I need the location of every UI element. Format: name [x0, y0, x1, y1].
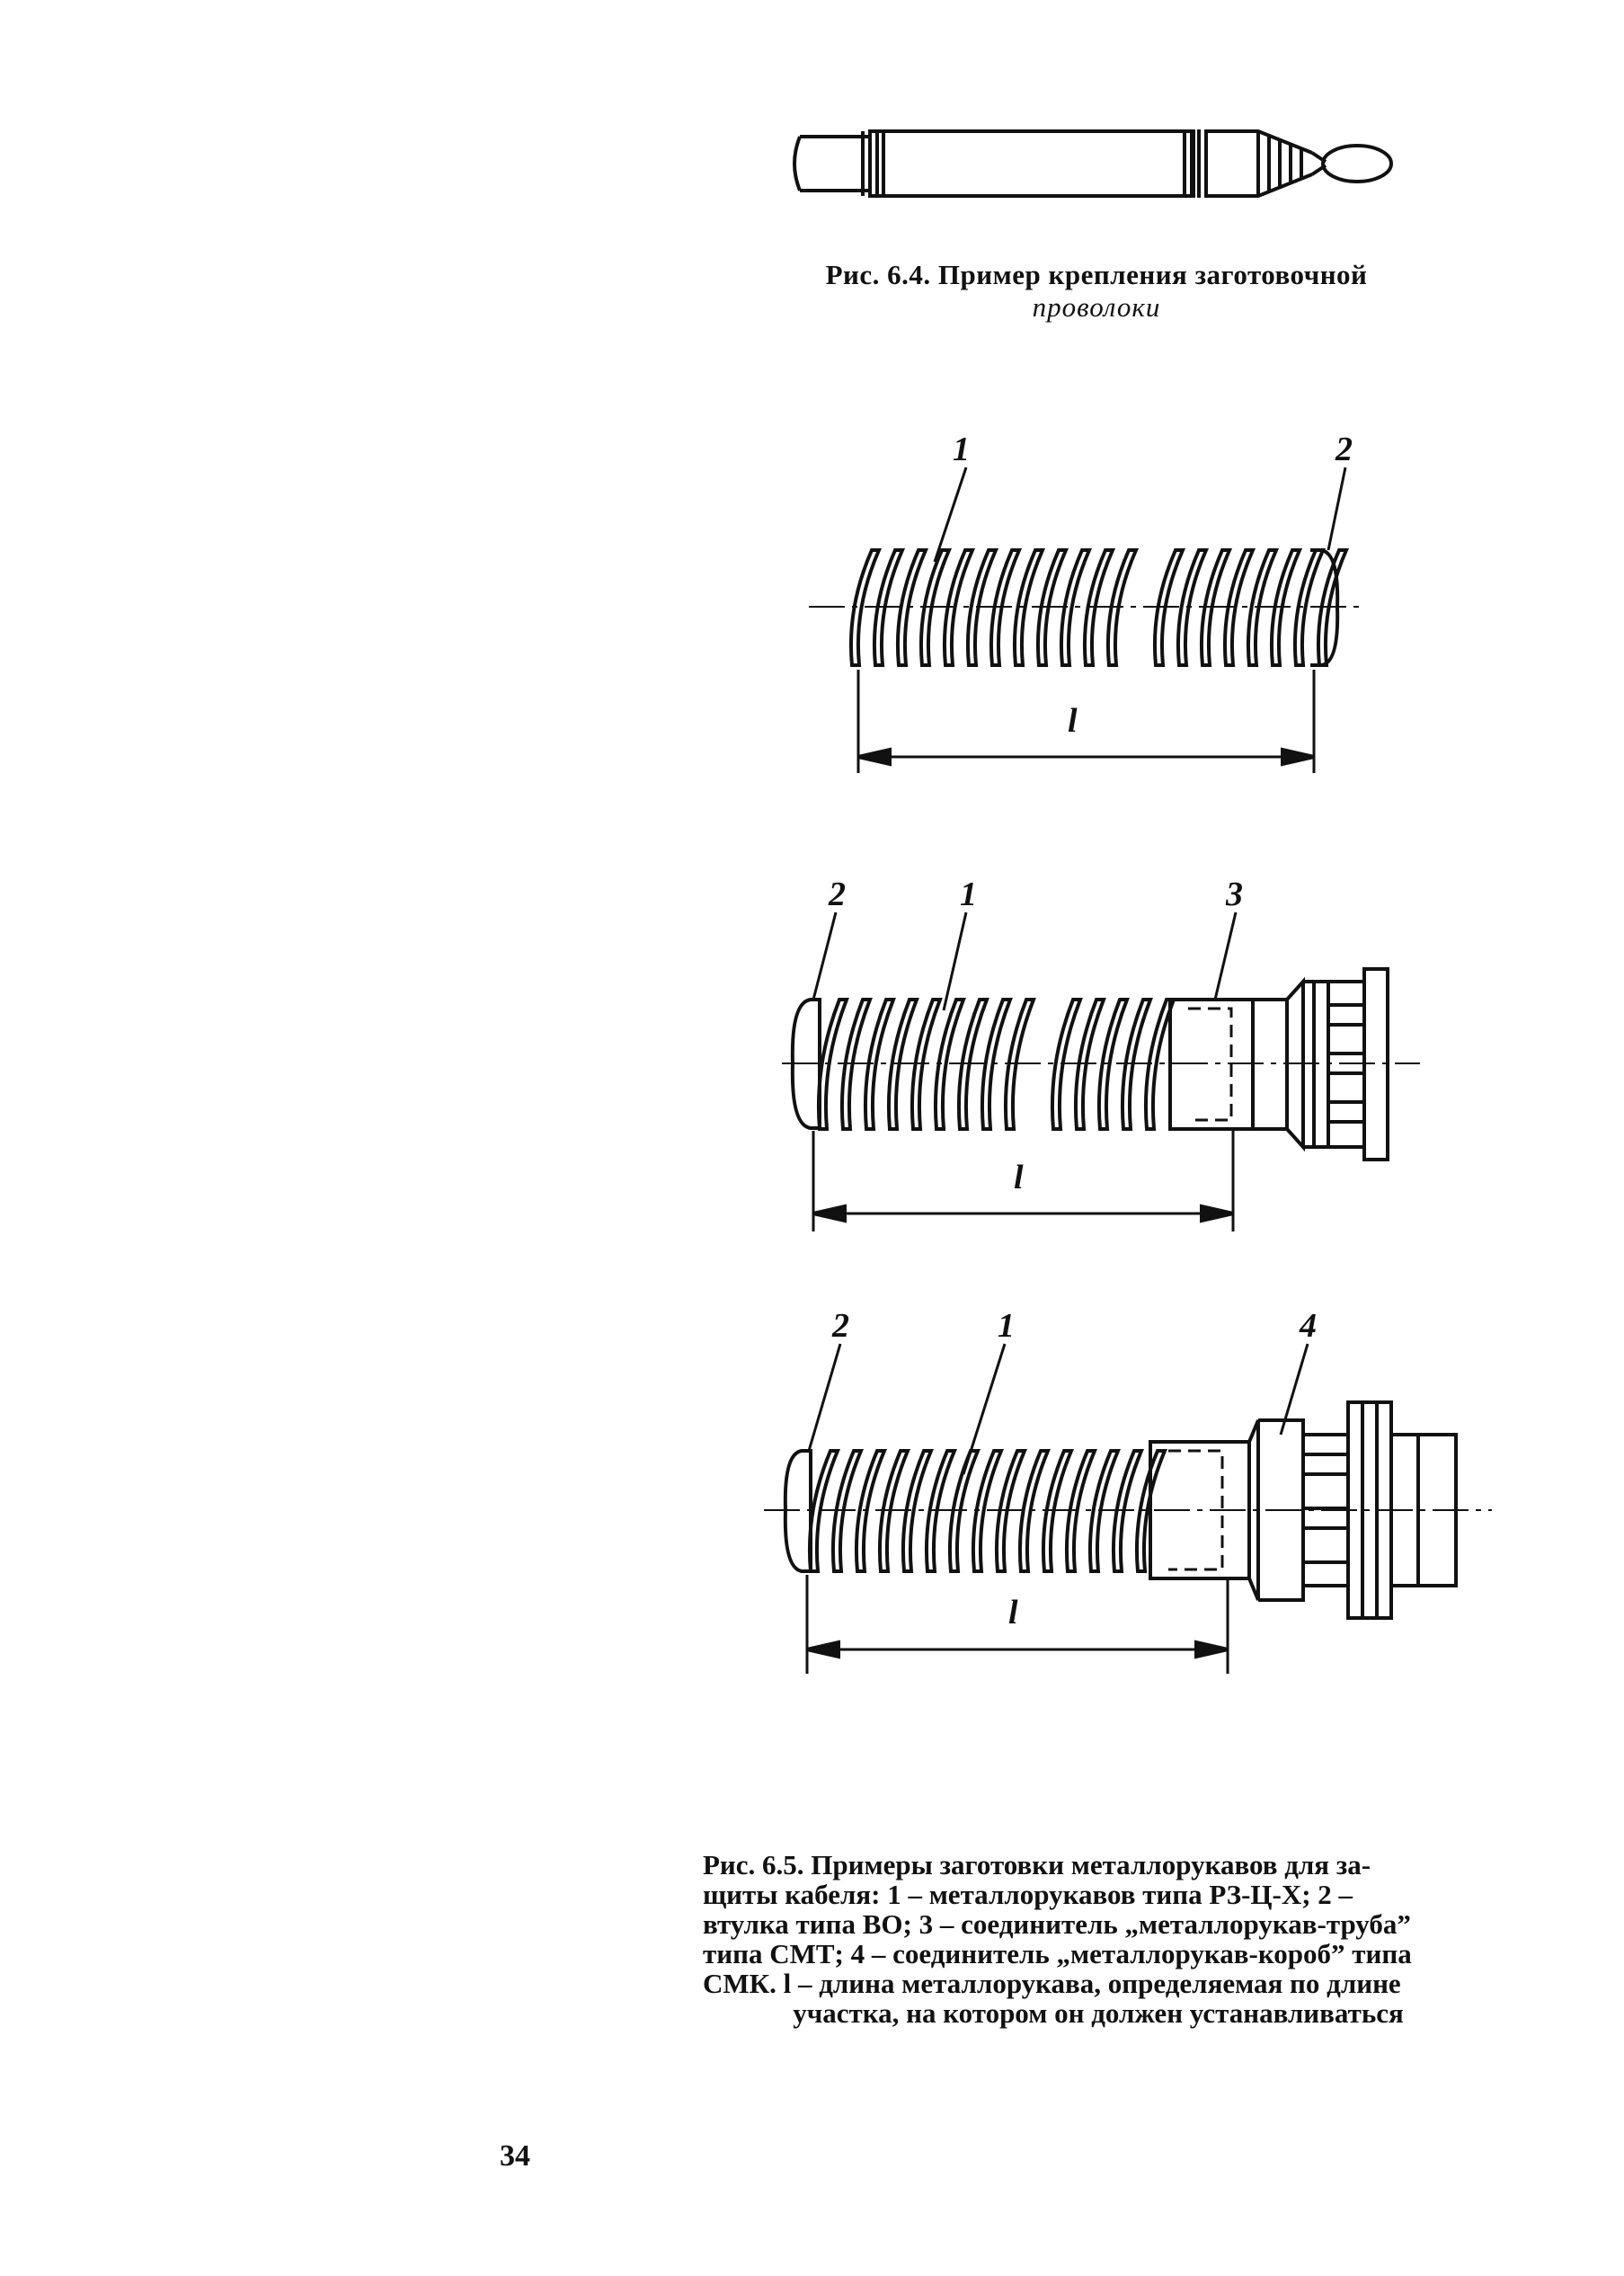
- hose-coil: [947, 1449, 981, 1573]
- hose-coil: [980, 998, 1013, 1131]
- figure-6-5-caption-line: Рис. 6.5. Примеры заготовки металлорукав…: [703, 1849, 1371, 1880]
- hose-coil: [1003, 998, 1036, 1131]
- hose-coil: [956, 998, 989, 1131]
- hose-coil: [933, 998, 966, 1131]
- hose-coil: [872, 548, 906, 667]
- diagram-a-dimension-l: l: [1068, 702, 1078, 740]
- figure-6-5-caption: Рис. 6.5. Примеры заготовки металлорукав…: [703, 1850, 1494, 2028]
- figure-6-5-caption-line: втулка типа ВО; 3 – соединитель „металло…: [703, 1908, 1411, 1940]
- page-number: 34: [500, 2139, 530, 2173]
- hose-coil: [839, 998, 873, 1131]
- diagram-b-label-3: 3: [1226, 876, 1243, 913]
- hose-coil: [1041, 1449, 1075, 1573]
- hose-coil: [1059, 548, 1093, 667]
- figure-6-4-caption: Рис. 6.4. Пример крепления заготовочной …: [773, 259, 1420, 324]
- hose-coil: [965, 548, 999, 667]
- hose-coil: [1087, 1449, 1122, 1573]
- hose-coil: [854, 1449, 888, 1573]
- hose-coil: [994, 1449, 1028, 1573]
- hose-coil: [1082, 548, 1116, 667]
- diagram-b-dimension-l: l: [1014, 1159, 1024, 1196]
- diagram-c-label-2: 2: [832, 1307, 849, 1345]
- hose-coil: [1120, 998, 1153, 1131]
- hose-coil: [971, 1449, 1005, 1573]
- figure-6-5-caption-line: участка, на котором он должен устанавлив…: [793, 1997, 1404, 2029]
- hose-coil: [1050, 998, 1083, 1131]
- hose-coil: [1269, 548, 1303, 667]
- hose-coil: [1246, 548, 1280, 667]
- hose-coil: [1199, 548, 1233, 667]
- diagram-c-dimension-l: l: [1008, 1594, 1018, 1631]
- hose-coil: [848, 548, 883, 667]
- hose-coil: [877, 1449, 911, 1573]
- hose-coil: [918, 548, 953, 667]
- hose-coil: [1134, 1449, 1168, 1573]
- hose-coil: [1064, 1449, 1098, 1573]
- hose-coil: [942, 548, 976, 667]
- diagram-c-label-4: 4: [1300, 1307, 1317, 1345]
- figure-6-5-caption-line: СМК. l – длина металлорукава, определяем…: [703, 1968, 1401, 1999]
- diagram-a-label-1: 1: [953, 431, 970, 468]
- hose-coil: [886, 998, 919, 1131]
- hose-coil: [1073, 998, 1106, 1131]
- hose-coil: [830, 1449, 865, 1573]
- hose-coil: [1222, 548, 1256, 667]
- hose-coil: [1035, 548, 1069, 667]
- hose-coil: [1105, 548, 1140, 667]
- hose-coil: [1176, 548, 1210, 667]
- diagram-b-label-2: 2: [829, 876, 846, 913]
- hose-coil: [910, 998, 943, 1131]
- figure-6-5-caption-line: типа СМТ; 4 – соединитель „металлорукав-…: [703, 1938, 1412, 1969]
- diagram-c-label-1: 1: [998, 1307, 1015, 1345]
- figure-6-5-caption-line: щиты кабеля: 1 – металлорукавов типа РЗ-…: [703, 1879, 1353, 1910]
- figure-6-4-caption-line2: проволоки: [1032, 291, 1161, 323]
- hose-coil: [863, 998, 896, 1131]
- figure-6-4-caption-line1: Рис. 6.4. Пример крепления заготовочной: [825, 259, 1368, 290]
- hose-coil: [1111, 1449, 1145, 1573]
- hose-coil: [989, 548, 1023, 667]
- hose-coil: [1012, 548, 1046, 667]
- hose-coil: [1096, 998, 1130, 1131]
- hose-coil: [901, 1449, 935, 1573]
- hose-coil: [895, 548, 929, 667]
- hose-coil: [1017, 1449, 1052, 1573]
- hose-coil: [924, 1449, 958, 1573]
- diagram-b-label-1: 1: [960, 876, 977, 913]
- hose-coil: [1152, 548, 1186, 667]
- diagram-a-label-2: 2: [1336, 431, 1353, 468]
- hose-coil: [1316, 548, 1350, 667]
